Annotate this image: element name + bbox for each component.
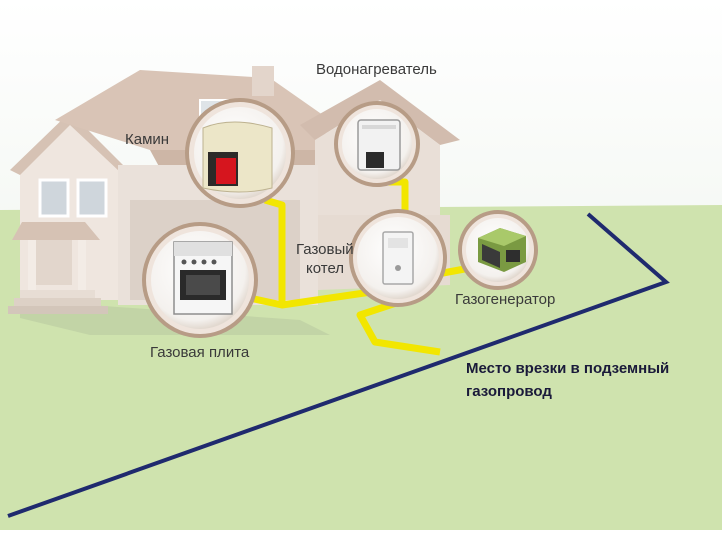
tie-in-label-line2: газопровод	[466, 383, 552, 400]
gas-stove-icon	[173, 241, 233, 315]
gas-generator-bubble	[458, 210, 538, 290]
tie-in-label-line1: Место врезки в подземный	[466, 360, 670, 377]
water-heater-icon	[357, 119, 401, 171]
fireplace-bubble	[185, 98, 295, 208]
gas-boiler-label-line2: котел	[306, 260, 345, 277]
gas-stove-bubble	[142, 222, 258, 338]
gas-stove-label: Газовая плита	[150, 344, 250, 361]
gas-generator-icon	[478, 228, 526, 272]
gas-boiler-bubble	[349, 209, 447, 307]
underground-gas-line	[7, 212, 670, 518]
gas-generator-label: Газогенератор	[455, 291, 556, 308]
water-heater-bubble	[334, 101, 420, 187]
gas-boiler-icon	[382, 231, 414, 285]
fireplace-label: Камин	[125, 131, 170, 148]
water-heater-label: Водонагреватель	[316, 61, 437, 78]
fireplace-icon	[202, 121, 273, 193]
gas-boiler-label-line1: Газовый	[296, 241, 354, 258]
